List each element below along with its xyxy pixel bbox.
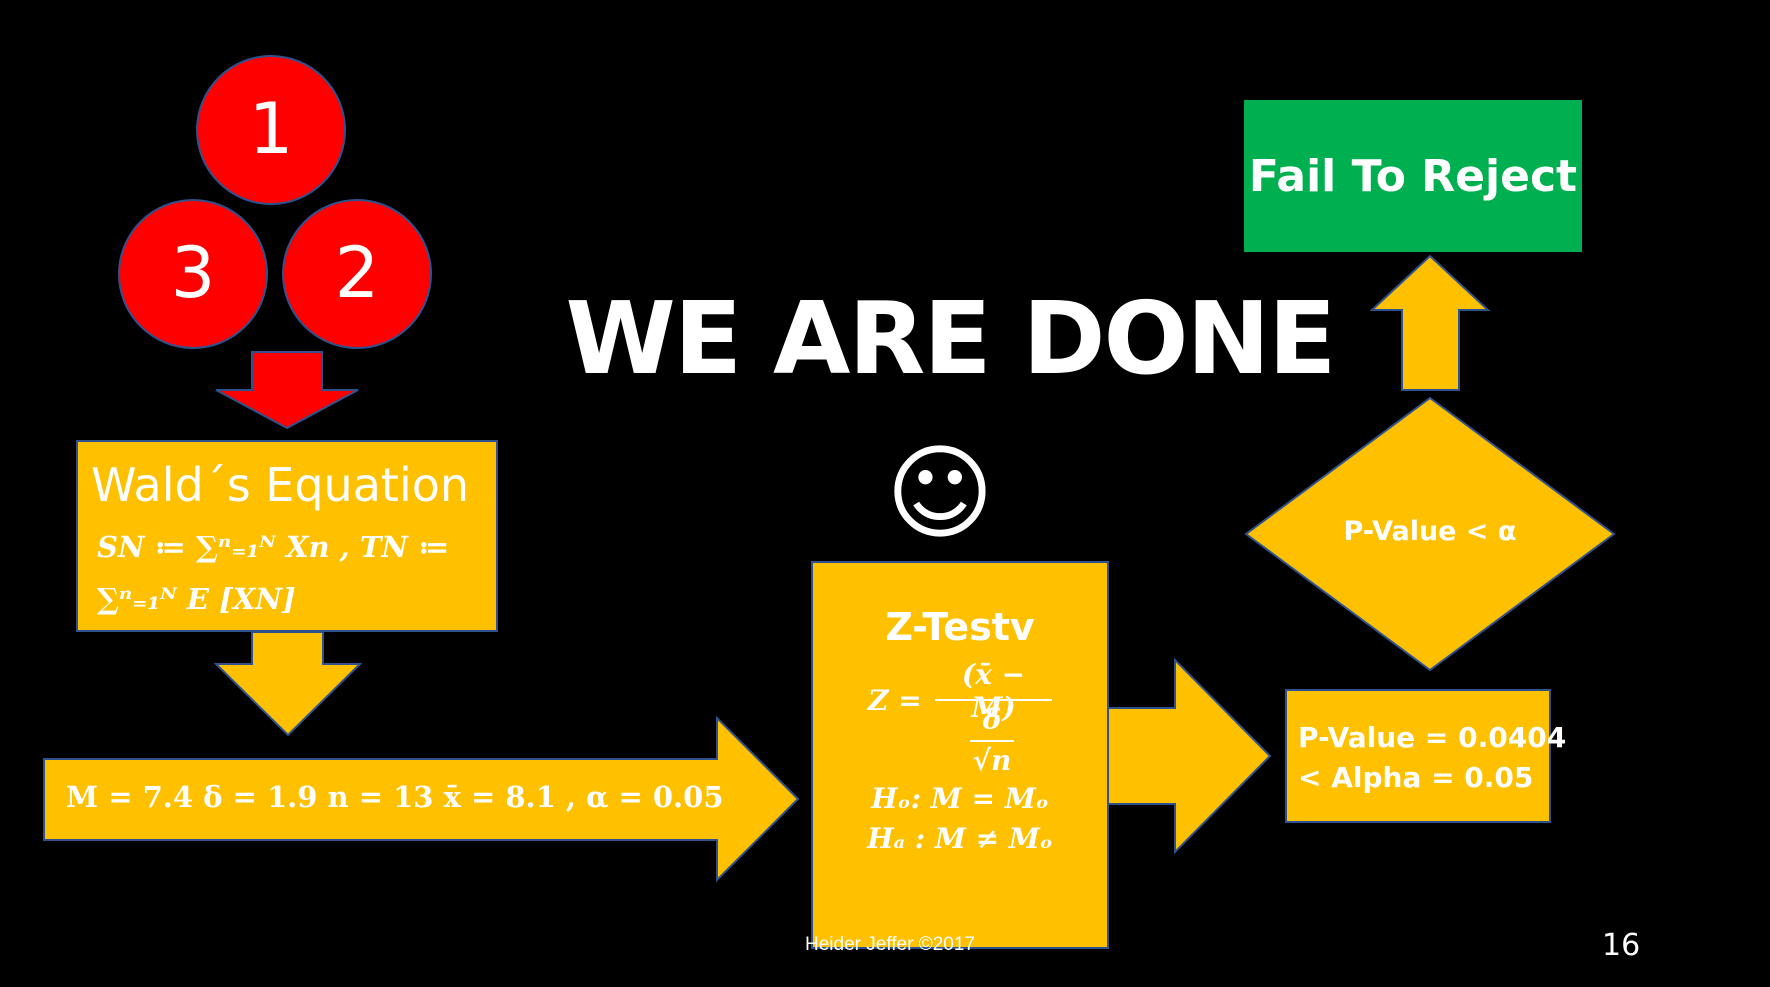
outcome-label: Fail To Reject xyxy=(1248,150,1578,202)
circle-1-label: 1 xyxy=(248,88,294,170)
result-box xyxy=(1285,689,1551,823)
result-line2: < Alpha = 0.05 xyxy=(1298,761,1534,794)
params-right-arrow xyxy=(43,715,800,883)
parameters-text: M = 7.4 δ = 1.9 n = 13 x̄ = 8.1 , α = 0.… xyxy=(66,780,724,814)
decision-diamond xyxy=(1244,396,1616,672)
page-number: 16 xyxy=(1602,928,1641,963)
circle-2 xyxy=(282,199,432,349)
result-text: P-Value = 0.0404 < Alpha = 0.05 xyxy=(1298,718,1566,798)
wald-box xyxy=(76,440,498,632)
circle-1 xyxy=(196,55,346,205)
ztest-denominator-top: δ xyxy=(982,703,1002,736)
wald-title: Wald´s Equation xyxy=(91,458,470,512)
ztest-ha: Hₐ : M ≠ Mₒ xyxy=(867,822,1053,855)
ztest-denominator-bottom: √n xyxy=(972,744,1012,777)
red-down-arrow xyxy=(215,351,359,430)
ztest-title: Z-Testv xyxy=(885,605,1035,649)
slide-title: WE ARE DONE xyxy=(565,280,1337,397)
circle-2-label: 2 xyxy=(334,232,380,314)
outcome-box: Fail To Reject xyxy=(1244,100,1582,252)
result-right-arrow xyxy=(1107,657,1272,855)
ztest-numerator: (x̄ − M) xyxy=(961,658,1026,724)
circle-3-label: 3 xyxy=(170,232,216,314)
yellow-down-arrow xyxy=(213,631,363,737)
ztest-lhs: Z = xyxy=(868,684,922,717)
footer-credit: Heider Jeffer ©2017 xyxy=(805,934,975,955)
ztest-box xyxy=(811,561,1109,949)
smiley-icon: ☺ xyxy=(885,432,995,554)
wald-equation-line2: ∑ⁿ₌₁ᴺ 𝑬 [𝑿𝑵] xyxy=(97,582,296,616)
decision-label: P-Value < α xyxy=(1343,516,1517,547)
circle-3 xyxy=(118,199,268,349)
ztest-h0: Hₒ: M = Mₒ xyxy=(871,782,1049,815)
result-line1: P-Value = 0.0404 xyxy=(1298,721,1567,754)
up-arrow xyxy=(1369,254,1491,391)
wald-equation-line1: 𝑺𝑵 ≔ ∑ⁿ₌₁ᴺ 𝑿𝒏 , 𝑻𝑵 ≔ xyxy=(97,530,450,564)
